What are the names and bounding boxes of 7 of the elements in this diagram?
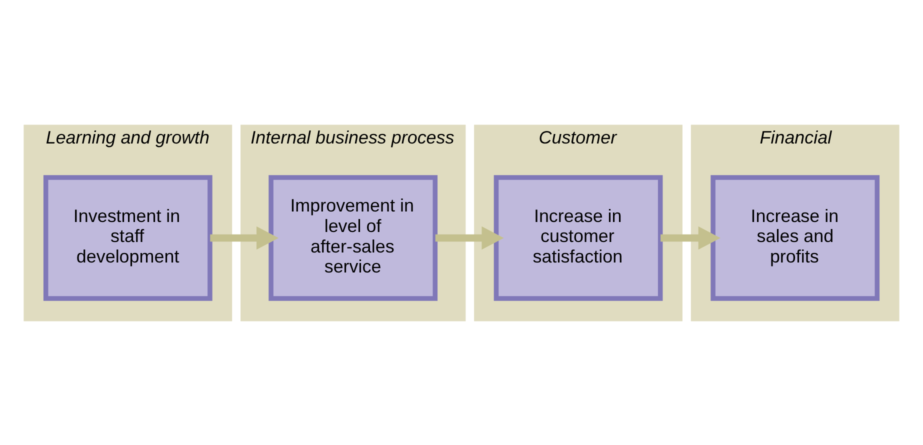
node-box: Improvement in level of after-sales service [268, 174, 438, 300]
arrow [435, 226, 504, 250]
node-box: Investment in staff development [43, 174, 212, 300]
arrow [210, 226, 279, 250]
node-box: Increase in sales and profits [710, 174, 880, 300]
arrow [660, 226, 720, 250]
node-box: Increase in customer satisfaction [494, 174, 663, 300]
